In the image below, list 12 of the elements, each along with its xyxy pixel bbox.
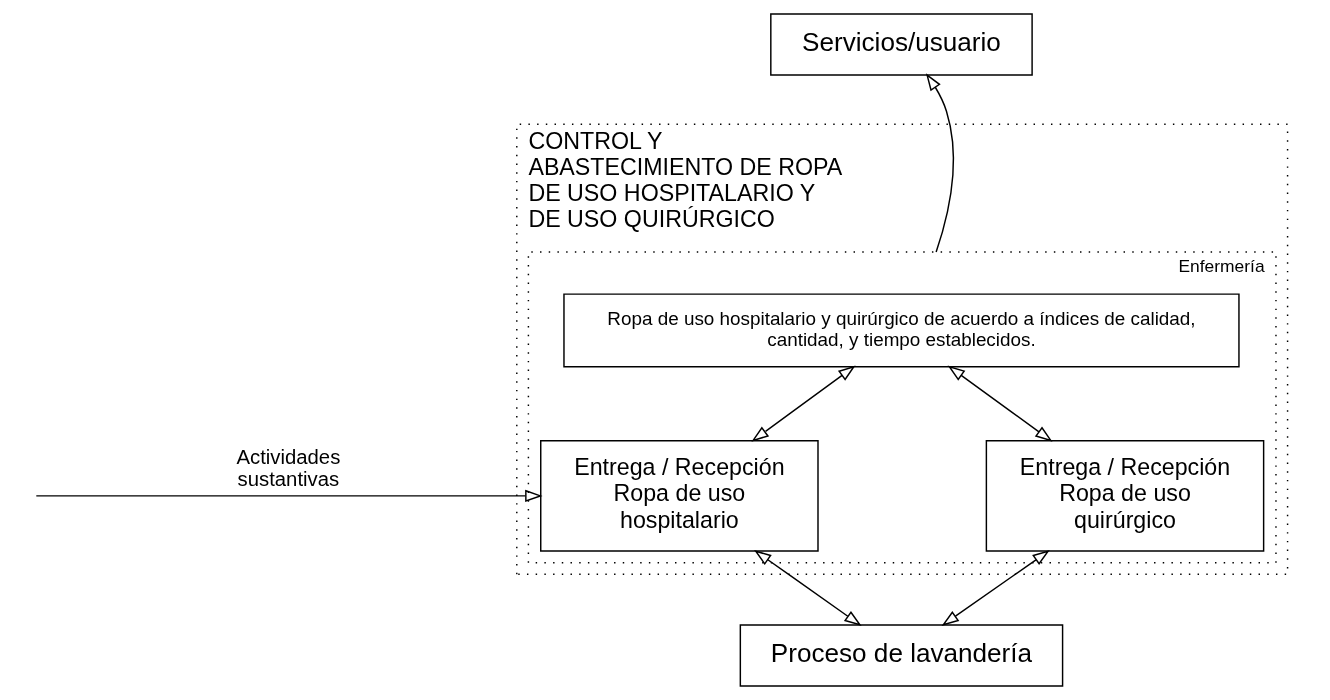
node-box: Entrega / Recepción Ropa de uso quirúrgico bbox=[985, 440, 1265, 552]
node-box: Proceso de lavandería bbox=[739, 624, 1064, 687]
arrow bbox=[941, 550, 1050, 626]
arrow bbox=[751, 365, 856, 442]
edge-label: Actividades sustantivas bbox=[236, 446, 341, 491]
arrow bbox=[35, 489, 543, 502]
arrow bbox=[947, 365, 1053, 442]
node-box: Ropa de uso hospitalario y quirúrgico de acuerdo a índices de calidad, cantidad, y tiempo establecidos. bbox=[563, 293, 1240, 368]
node-box: Servicios/usuario bbox=[770, 13, 1033, 76]
arrow bbox=[925, 73, 955, 253]
node-box: Entrega / Recepción Ropa de uso hospitalario bbox=[540, 440, 819, 552]
arrow bbox=[754, 550, 862, 626]
